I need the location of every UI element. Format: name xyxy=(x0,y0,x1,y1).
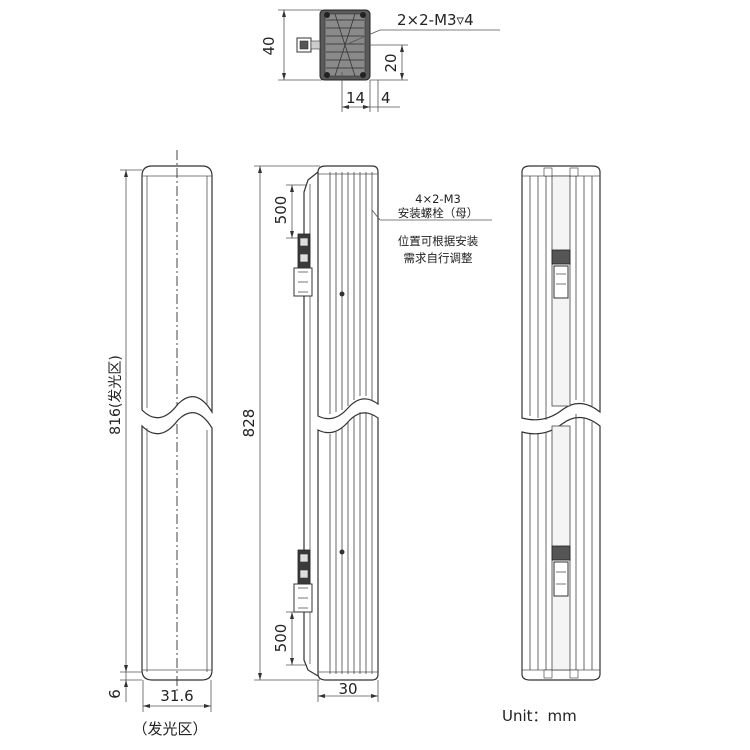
top-dim-20: 20 xyxy=(382,53,400,72)
side-note-line2: 安装螺栓（母） xyxy=(398,206,479,220)
unit-label: Unit：mm xyxy=(502,707,577,725)
side-dim-bottom-offset: 500 xyxy=(272,624,290,653)
side-note-line1: 4×2-M3 xyxy=(415,192,461,206)
top-screw-note: 2×2-M3▿4 xyxy=(397,11,474,29)
side-dim-top-offset: 500 xyxy=(272,196,290,225)
front-dim-length: 816(发光区) xyxy=(108,355,124,435)
front-view: 816(发光区) 6 31.6 （发光区） xyxy=(106,150,213,738)
side-view: 828 500 500 xyxy=(240,165,492,702)
side-dim-length: 828 xyxy=(240,409,258,438)
front-caption: （发光区） xyxy=(132,720,207,738)
top-dim-height: 40 xyxy=(260,36,278,55)
top-dim-4: 4 xyxy=(381,89,391,107)
top-dim-14: 14 xyxy=(346,89,365,107)
top-end-view: 40 2×2-M3▿4 xyxy=(260,9,500,112)
side-dim-width: 30 xyxy=(338,680,357,698)
front-dim-width: 31.6 xyxy=(160,687,193,705)
front-dim-bottom: 6 xyxy=(106,689,124,699)
side-note-line3: 位置可根据安装 xyxy=(398,234,479,248)
back-view xyxy=(521,165,601,681)
side-note-line4: 需求自行调整 xyxy=(404,251,473,265)
